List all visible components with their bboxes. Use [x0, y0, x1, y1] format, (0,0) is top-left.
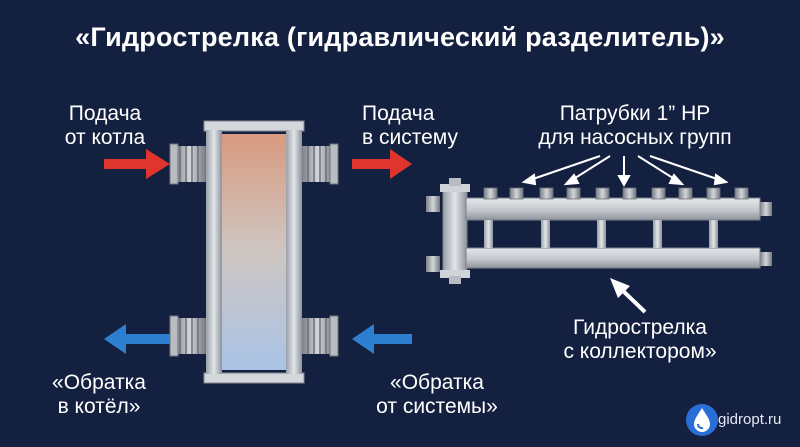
- label-manifold: Гидрострелка с коллектором»: [540, 316, 740, 364]
- label-supply-from-boiler: Подача от котла: [40, 102, 170, 150]
- return-connector-bottom-left: [169, 315, 206, 357]
- fitting-pointers: [521, 155, 729, 188]
- label-line: Подача: [68, 102, 142, 125]
- arrow-return-in: [352, 324, 412, 354]
- outlet-connector-top-right: [302, 143, 339, 185]
- manifold-assembly: [426, 178, 772, 284]
- label-line: Подача: [362, 102, 435, 125]
- water-drop-icon: [686, 404, 718, 436]
- label-line: Патрубки 1” НР: [559, 102, 711, 125]
- label-fittings: Патрубки 1” НР для насосных групп: [530, 102, 740, 150]
- manifold-pointer: [610, 278, 647, 314]
- inlet-connector-top-left: [169, 143, 206, 185]
- diagram-title: «Гидрострелка (гидравлический разделител…: [75, 22, 725, 52]
- label-return-from-system: «Обратка от системы»: [352, 371, 522, 419]
- label-supply-to-system: Подача в систему: [362, 102, 492, 150]
- label-line: от котла: [64, 126, 146, 149]
- return-connector-bottom-right: [302, 315, 339, 357]
- separator-body: [169, 120, 339, 384]
- logo-text[interactable]: gidropt.ru: [718, 411, 782, 428]
- label-line: «Обратка: [52, 371, 146, 394]
- arrow-return-out: [104, 324, 170, 354]
- arrow-supply-out: [352, 149, 412, 179]
- label-return-to-boiler: «Обратка в котёл»: [24, 371, 174, 419]
- label-line: в систему: [362, 126, 458, 149]
- label-line: от системы»: [376, 395, 498, 418]
- label-line: Гидрострелка: [573, 316, 707, 339]
- label-line: с коллектором»: [563, 340, 717, 363]
- label-line: для насосных групп: [538, 126, 732, 149]
- label-line: «Обратка: [390, 371, 484, 394]
- label-line: в котёл»: [57, 395, 141, 418]
- arrow-supply-in: [104, 149, 170, 179]
